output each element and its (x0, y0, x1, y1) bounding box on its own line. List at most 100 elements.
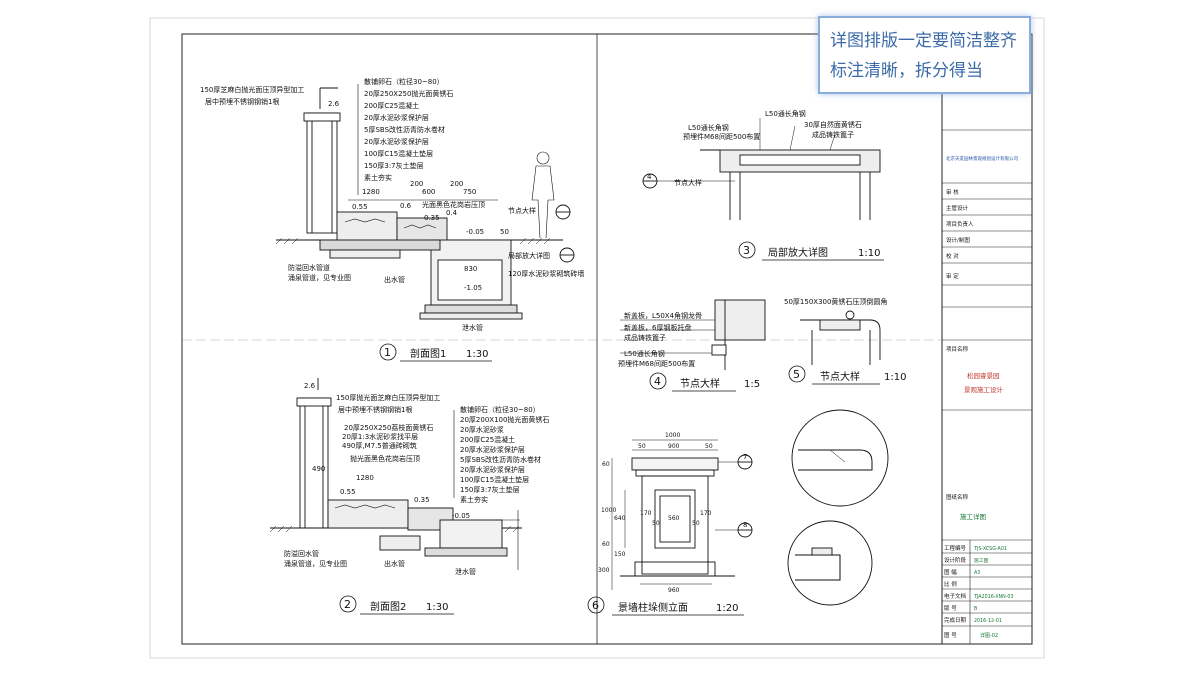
s2-elev-26: 2.6 (304, 382, 316, 390)
e6-dim-left-2: 640 (614, 515, 626, 522)
d3-caption-scale: 1:10 (858, 248, 880, 259)
e6-dim-mid-1: 50 (652, 520, 660, 527)
detail-3-text: L50通长角钢 L50通长角钢 预埋件M68间距500布置 30厚自然面黄锈石 … (647, 109, 862, 187)
s2-left-label-0: 20厚250X250荔枝面黄锈石 (344, 423, 433, 432)
inner-frame (181, 33, 1033, 645)
s1-elev-04: 0.4 (446, 209, 458, 217)
s2-left-label-1: 20厚1:3水泥砂浆找平层 (342, 432, 418, 441)
s1-elev-055: 0.55 (352, 203, 368, 211)
tb-project-0: 松园睿景园 (967, 371, 1000, 380)
s1-right-label-3: 20厚水泥砂浆保护层 (364, 113, 429, 122)
e6-dim-top-0: 1000 (665, 432, 680, 439)
e6-dim-top-1: 50 (638, 443, 646, 450)
s2-right-label-6: 20厚水泥砂浆保护层 (460, 465, 525, 474)
s2-caption-title: 剖面图2 (370, 600, 406, 613)
s2-dim-490: 490 (312, 465, 325, 473)
d3-label-3: 30厚自然面黄锈石 (804, 120, 862, 129)
s1-outlet-label: 出水管 (384, 275, 405, 284)
s1-right-label-1: 20厚250X250抛光面黄锈石 (364, 89, 453, 98)
tb-info-k-5: 版 号 (944, 604, 957, 612)
d5-caption-scale: 1:10 (884, 372, 906, 383)
s1-caption-scale: 1:30 (466, 349, 488, 360)
e6-dim-mid-3: 50 (692, 520, 700, 527)
d4-caption-num: 4 (654, 375, 661, 388)
tb-project-1: 景观施工设计 (964, 385, 1004, 394)
e6-caption-num: 6 (592, 599, 599, 612)
d3-caption-title: 局部放大详图 (768, 246, 828, 259)
e6-dim-left-5: 300 (598, 567, 610, 574)
s1-dim-4: 750 (463, 188, 476, 196)
e6-dim-left-1: 1000 (601, 507, 616, 514)
e6-dim-mid-0: 170 (640, 510, 652, 517)
tb-company: 北京天友园林景观规划设计有限公司 (946, 155, 1018, 162)
s1-right-label-8: 素土夯实 (364, 173, 392, 182)
detail-4-text: 新盖板，L50X4角钢龙骨 新盖板，6厚钢板托盘 成品铸铁篦子 L50通长角钢 … (618, 311, 702, 368)
d4-label-1: 新盖板，6厚钢板托盘 (624, 323, 691, 332)
pillar-1 (306, 112, 338, 234)
e6-dim-left-0: 60 (602, 461, 610, 468)
title-block-text: 北京天友园林景观规划设计有限公司 审 核 主管设计 项目负责人 设计/制图 校 … (944, 155, 1018, 639)
s2-elev-neg005: -0.05 (452, 512, 470, 520)
s1-elev-035: 0.35 (424, 214, 440, 222)
s1-dim-0: 1280 (362, 188, 380, 196)
s2-right-label-8: 150厚3:7灰土垫层 (460, 485, 520, 494)
d5-caption-num: 5 (793, 368, 800, 381)
section-1 (275, 84, 575, 320)
s2-top-label-0: 150厚抛光面芝麻白压顶异型加工 (336, 393, 440, 402)
tb-info-v-2: A3 (974, 570, 980, 576)
s1-pipes-label: 防溢回水管道 (288, 263, 330, 272)
d5-label-0: 50厚150X300黄锈石压顶倒圆角 (784, 297, 887, 306)
tb-row-5: 审 定 (946, 272, 959, 280)
d4-caption-title: 节点大样 (680, 377, 720, 390)
tb-row-4: 校 对 (946, 252, 959, 260)
detail-8-bubble (787, 520, 873, 606)
d4-label-0: 新盖板，L50X4角钢龙骨 (624, 311, 702, 320)
d3-label-1: L50通长角钢 (688, 123, 729, 132)
pier-cap (631, 457, 719, 471)
s2-pipes-label: 防溢回水管 (284, 549, 319, 558)
s1-dim-3: 200 (450, 180, 463, 188)
d3-node-ref: 4 (647, 173, 652, 181)
elevation-6 (611, 409, 889, 606)
s1-dim-830: 830 (464, 265, 477, 273)
s2-elev-035: 0.35 (414, 496, 430, 504)
s1-right-label-5: 20厚水泥砂浆保护层 (364, 137, 429, 146)
tb-project-label: 项目名称 (946, 345, 969, 353)
s2-caption-num: 2 (344, 598, 351, 611)
tb-info-k-1: 设计阶段 (944, 556, 967, 564)
s2-elev-055: 0.55 (340, 488, 356, 496)
s1-elev-06: 0.6 (400, 202, 412, 210)
s1-dim-1: 200 (410, 180, 423, 188)
d3-label-4: 成品铸铁篦子 (812, 130, 854, 139)
s1-elev-neg105: -1.05 (464, 284, 482, 292)
e6-dim-mid-2: 560 (668, 515, 680, 522)
d3-node-label: 节点大样 (674, 178, 702, 187)
s1-sump-label: 泄水管 (462, 323, 483, 332)
d3-caption-num: 3 (743, 244, 750, 257)
tb-info-v-0: TJS-XCSG-A01 (973, 546, 1007, 552)
tb-drawing-name: 施工详图 (960, 512, 986, 521)
tb-row-2: 项目负责人 (946, 220, 974, 228)
s1-right-label-4: 5厚SBS改性沥青防水卷材 (364, 125, 445, 134)
tb-info-k-2: 图 幅 (944, 568, 957, 576)
tb-info-k-7: 图 号 (944, 631, 957, 639)
scale-figure (531, 151, 555, 239)
s2-right-label-9: 素土夯实 (460, 495, 488, 504)
s2-outlet-label: 出水管 (384, 559, 405, 568)
tb-info-v-1: 施工图 (974, 557, 989, 564)
d4-label-4: 预埋件M68间距500布置 (618, 359, 695, 368)
tb-info-k-6: 完成日期 (944, 616, 967, 624)
s2-right-label-7: 100厚C15混凝土垫层 (460, 475, 529, 484)
section-1-text: 150厚芝麻白抛光面压顶异型加工 居中预埋不锈钢钢销1根 2.6 散铺卵石（粒径… (200, 77, 584, 332)
s1-top-label-1: 居中预埋不锈钢钢销1根 (205, 97, 279, 106)
s2-right-label-4: 20厚水泥砂浆保护层 (460, 445, 525, 454)
d3-label-2: 预埋件M68间距500布置 (683, 132, 760, 141)
tb-info-v-7: 详图-02 (980, 632, 998, 639)
s1-right-label-2: 200厚C25混凝土 (364, 101, 419, 110)
pier-body (641, 475, 709, 575)
section-2 (269, 378, 522, 570)
e6-dim-top-3: 900 (668, 443, 680, 450)
e6-dim-left-3: 150 (614, 551, 626, 558)
s2-left-label-2: 490厚,M7.5普通砖砌筑 (342, 441, 417, 450)
